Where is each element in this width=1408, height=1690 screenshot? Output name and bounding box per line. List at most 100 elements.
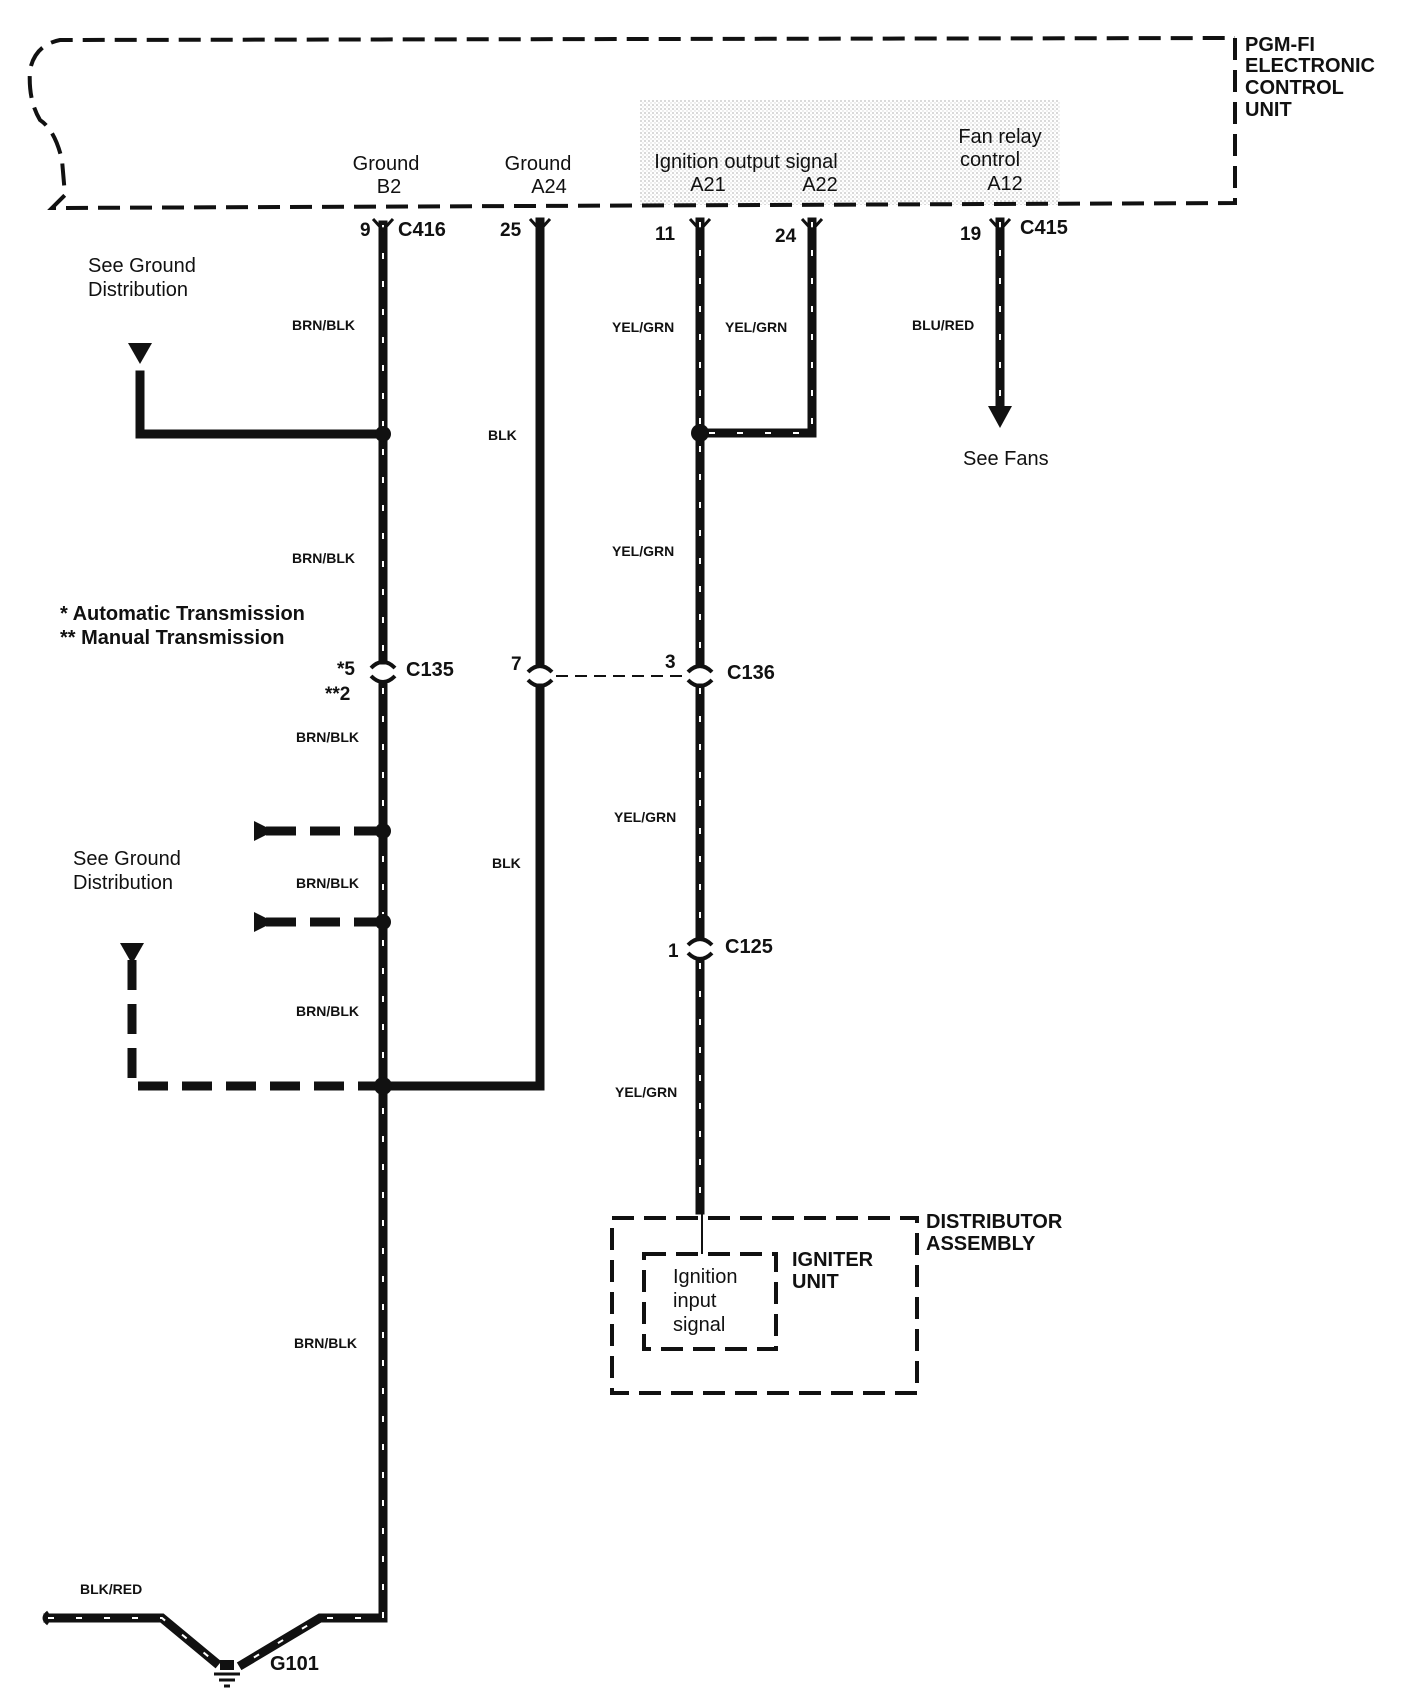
pin-function-label: Ignition output signal <box>654 151 837 173</box>
connector-c415-label: C415 <box>1020 217 1068 239</box>
distributor-title: DISTRIBUTOR <box>926 1211 1063 1233</box>
igniter-unit-box <box>642 1252 778 1351</box>
wire-color-label: YEL/GRN <box>725 319 787 335</box>
arrow-down-icon <box>988 406 1012 428</box>
ground-arrow-icon <box>128 343 152 364</box>
igniter-input-label: signal <box>673 1314 725 1336</box>
wire-color-label: BLK/RED <box>80 1581 142 1597</box>
ecu-box <box>27 36 1237 211</box>
legend-automatic: * Automatic Transmission <box>60 603 305 625</box>
pin-number: 3 <box>665 652 676 673</box>
terminal-icon <box>371 217 395 233</box>
wire-blk <box>378 217 545 1091</box>
pin-id-label: A21 <box>690 174 726 196</box>
see-ground-note: See Ground <box>88 255 196 277</box>
wire-brn-blk <box>135 220 388 1671</box>
wire-color-label: BRN/BLK <box>296 875 359 891</box>
pin-function-label: Ground <box>353 153 420 175</box>
terminal-symbols <box>371 217 1012 233</box>
wire-blu-red <box>988 217 1012 428</box>
ecu-title: PGM-FI ELECTRONIC CONTROL UNIT <box>1245 34 1375 121</box>
igniter-input-label: Ignition <box>673 1266 738 1288</box>
ecu-outline <box>27 36 1237 211</box>
see-ground-note: Distribution <box>88 279 188 301</box>
wire-color-label: BRN/BLK <box>296 1003 359 1019</box>
connector-c416-label: C416 <box>398 219 446 241</box>
wire-color-label: YEL/GRN <box>612 543 674 559</box>
wire-color-label: BRN/BLK <box>296 729 359 745</box>
splice-dot <box>375 823 391 839</box>
igniter-title: UNIT <box>792 1271 839 1293</box>
distributor-title: ASSEMBLY <box>926 1233 1036 1255</box>
legend-manual: ** Manual Transmission <box>60 627 285 649</box>
splice-dot <box>691 424 709 442</box>
pin-number: 11 <box>655 224 676 245</box>
splice-dot <box>374 1077 392 1095</box>
see-ground-note: Distribution <box>73 872 173 894</box>
distributor-assembly: DISTRIBUTOR ASSEMBLY IGNITER UNIT Igniti… <box>610 1211 1063 1395</box>
ecu-title-line: CONTROL <box>1245 77 1344 99</box>
pin-number: 7 <box>511 654 522 675</box>
ecu-title-line: PGM-FI <box>1245 34 1315 56</box>
connector-c135-icon <box>369 660 397 670</box>
wire-color-label: BLK <box>488 427 517 443</box>
wire-color-label: BRN/BLK <box>292 317 355 333</box>
pin-numbers: 9 25 11 24 19 *5 **2 7 3 1 <box>325 220 981 962</box>
wire-color-label: YEL/GRN <box>612 319 674 335</box>
terminal-icon <box>528 217 552 233</box>
pin-number: 9 <box>360 220 371 241</box>
ground-g101-label: G101 <box>270 1653 319 1675</box>
arrow-right-icon <box>254 821 274 841</box>
pin-number: *5 <box>337 659 355 680</box>
ecu-pin-labels: Ground B2 Ground A24 Ignition output sig… <box>353 126 1042 198</box>
connector-c125-icon <box>686 937 714 947</box>
wire-blk-red <box>42 1610 222 1669</box>
pin-number: 24 <box>775 226 797 247</box>
wire-color-label: YEL/GRN <box>614 809 676 825</box>
pin-number: **2 <box>325 684 350 705</box>
wire-labels: BRN/BLK BRN/BLK BRN/BLK BRN/BLK BRN/BLK … <box>80 317 974 1597</box>
ecu-title-line: ELECTRONIC <box>1245 55 1375 77</box>
igniter-title: IGNITER <box>792 1249 874 1271</box>
pin-id-label: B2 <box>377 176 401 198</box>
wire-color-label: BRN/BLK <box>294 1335 357 1351</box>
connector-labels: C416 C415 C135 C136 C125 G101 <box>270 217 1068 1675</box>
distributor-box <box>610 1216 919 1395</box>
wire-color-label: YEL/GRN <box>615 1084 677 1100</box>
connector-c135-label: C135 <box>406 659 454 681</box>
ecu-shading <box>640 100 1060 205</box>
wire-color-label: BRN/BLK <box>292 550 355 566</box>
pin-function-label: Ground <box>505 153 572 175</box>
terminal-icon <box>800 217 824 233</box>
connector-c136-label: C136 <box>727 662 775 684</box>
inline-connectors <box>369 660 714 961</box>
pin-id-label: A24 <box>531 176 567 198</box>
wire-yel-grn <box>695 217 817 1254</box>
wire-color-label: BLK <box>492 855 521 871</box>
see-fans-note: See Fans <box>963 448 1049 470</box>
splices <box>374 424 709 1095</box>
pin-function-label: Fan relay <box>958 126 1041 148</box>
pin-id-label: A12 <box>987 173 1023 195</box>
ecu-title-line: UNIT <box>1245 99 1292 121</box>
connector-c125-label: C125 <box>725 936 773 958</box>
arrow-right-icon <box>254 912 274 932</box>
pin-id-label: A22 <box>802 174 838 196</box>
connector-c136-icon <box>526 664 554 674</box>
terminal-icon <box>688 217 712 233</box>
see-ground-note: See Ground <box>73 848 181 870</box>
splice-dot <box>375 426 391 442</box>
pin-number: 19 <box>960 224 981 245</box>
igniter-input-label: input <box>673 1290 717 1312</box>
terminal-icon <box>988 217 1012 233</box>
ground-arrow-icon <box>120 943 144 964</box>
wire-color-label: BLU/RED <box>912 317 974 333</box>
wire-break-icon <box>42 1610 49 1626</box>
splice-dot <box>375 914 391 930</box>
pin-number: 1 <box>668 941 679 962</box>
notes: See Ground Distribution See Ground Distr… <box>60 255 1049 894</box>
ground-branches <box>120 343 383 1091</box>
pin-number: 25 <box>500 220 522 241</box>
ground-g101-icon <box>214 1660 240 1688</box>
